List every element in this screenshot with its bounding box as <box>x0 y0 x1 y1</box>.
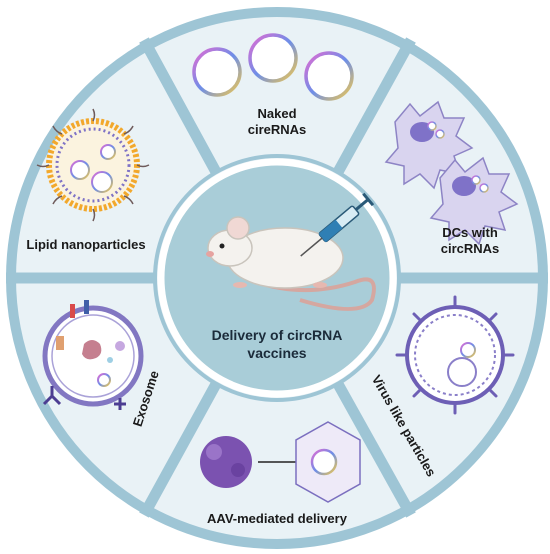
aav-illustration <box>200 421 361 503</box>
segment-dcs-label-line1: DCs with <box>442 225 498 240</box>
syringe-icon <box>300 192 375 257</box>
segment-aav-label: AAV-mediated delivery <box>207 511 348 526</box>
segment-lnp-label: Lipid nanoparticles <box>26 237 145 252</box>
naked-circrnas-illustration <box>192 33 354 101</box>
lipid-nanoparticle-illustration <box>36 108 150 222</box>
dendritic-cells-illustration <box>384 100 519 246</box>
exosome-illustration <box>42 300 144 410</box>
center-title-line2: vaccines <box>247 345 306 361</box>
mouse-illustration <box>206 216 376 311</box>
segment-naked-label-line1: Naked <box>257 106 296 121</box>
ring-dividers <box>6 37 548 518</box>
segment-dcs-label-line2: circRNAs <box>441 241 500 256</box>
virus-like-particle-illustration <box>395 295 515 415</box>
segment-naked-label-line2: cireRNAs <box>248 122 307 137</box>
center-title-line1: Delivery of circRNA <box>212 327 343 343</box>
